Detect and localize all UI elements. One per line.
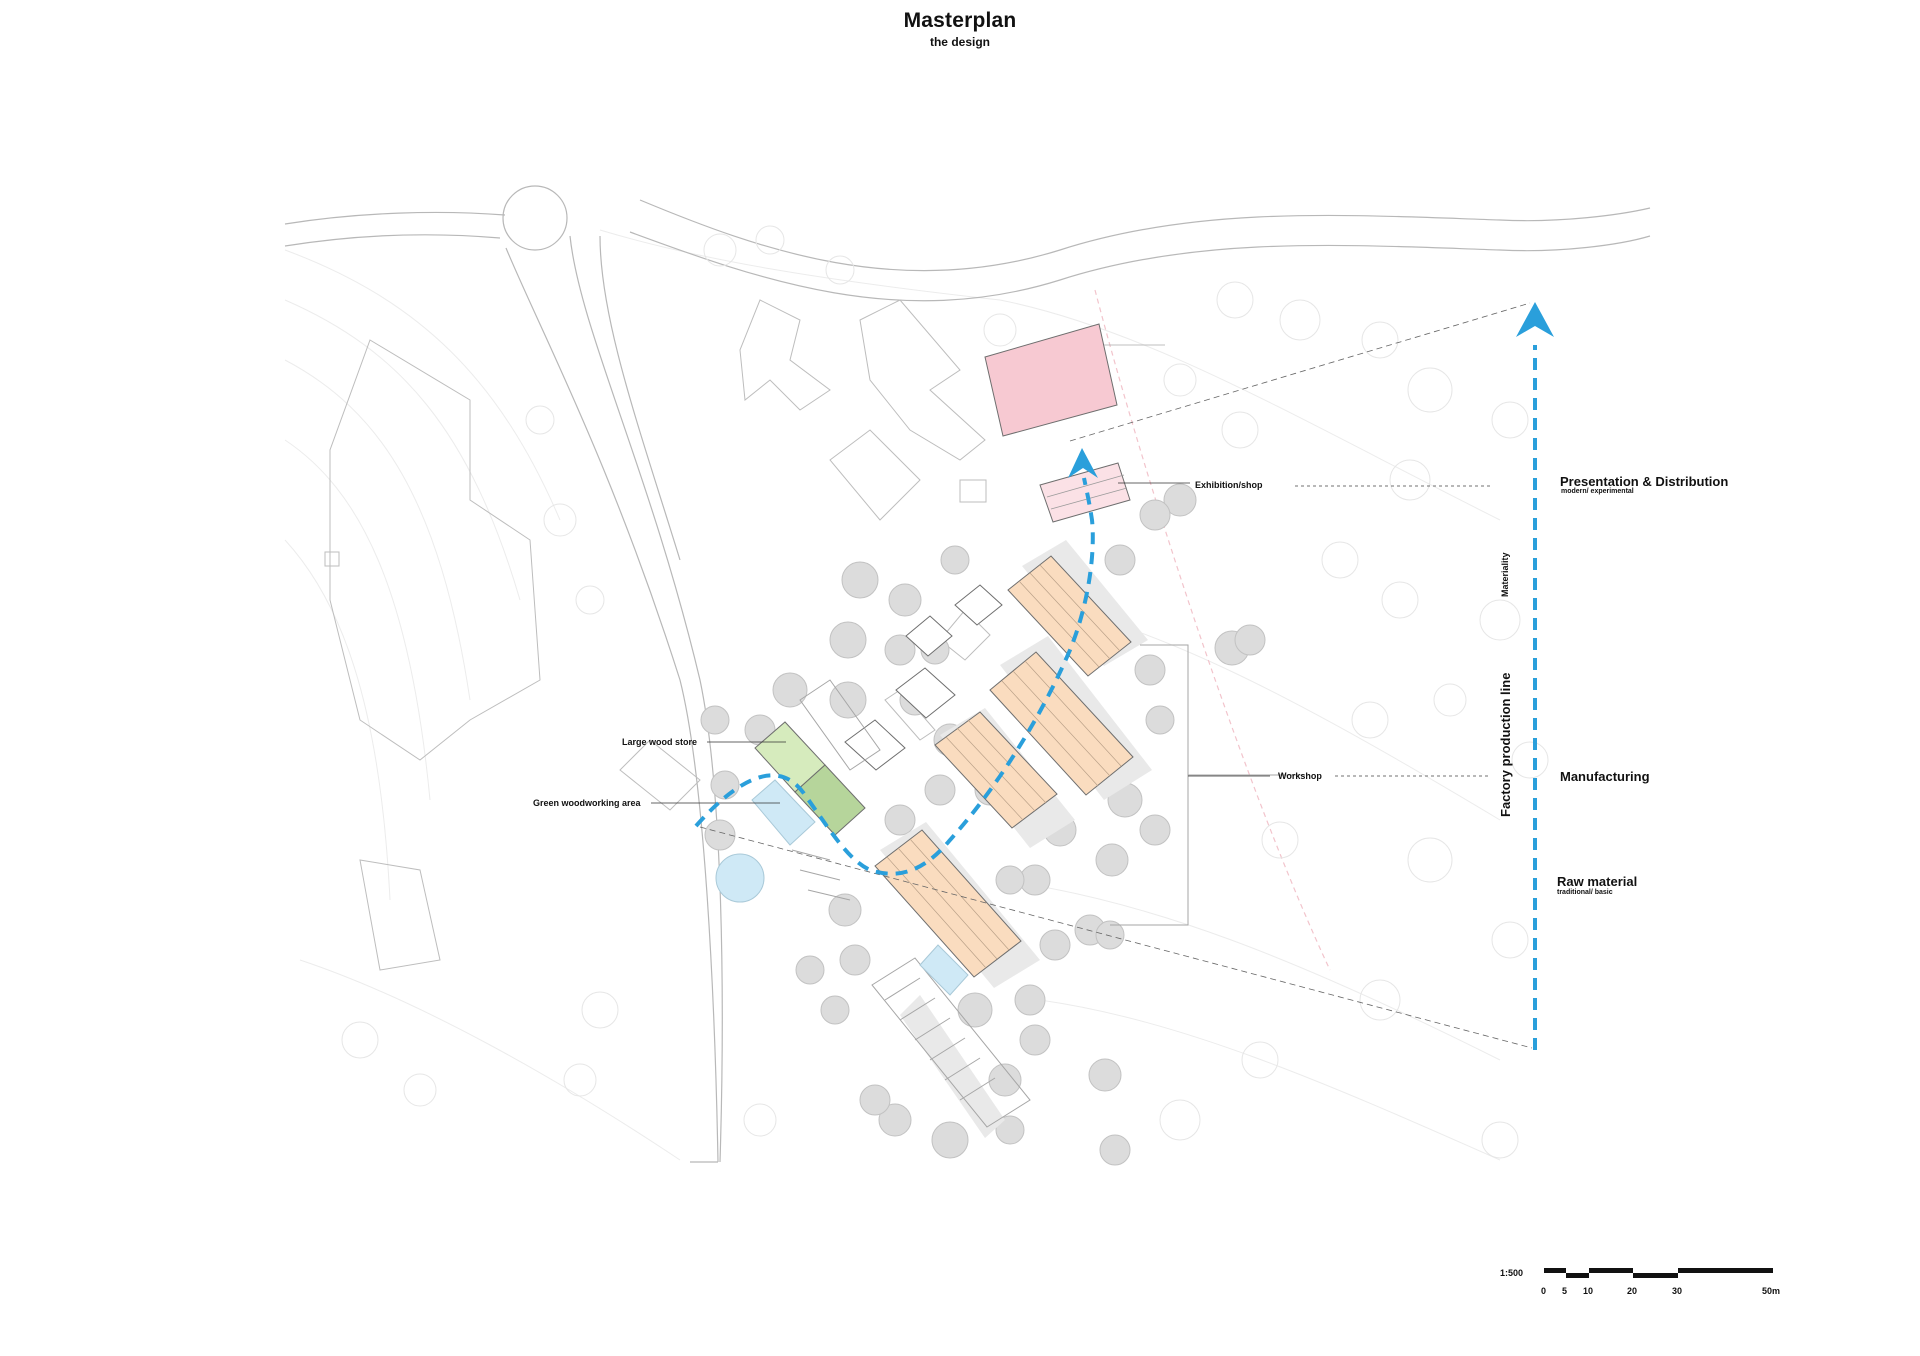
leader-lines: [651, 344, 1270, 804]
exhibition-hall-large: [984, 323, 1118, 437]
label-factory-production-line: Factory production line: [1498, 672, 1513, 817]
workshop-buildings: [874, 555, 1134, 978]
scale-tick-20: 20: [1627, 1286, 1638, 1296]
phase-raw-material-sub: traditional/ basic: [1557, 889, 1613, 896]
pond: [751, 779, 816, 846]
label-exhibition-shop: Exhibition/shop: [1195, 480, 1263, 490]
scale-tick-50m: 50m: [1762, 1286, 1781, 1296]
scale-tick-10: 10: [1583, 1286, 1594, 1296]
label-workshop: Workshop: [1278, 771, 1322, 781]
dashed-connectors: [699, 302, 1533, 1049]
phase-presentation: Presentation & Distribution: [1560, 474, 1729, 489]
scale-ratio: 1:500: [1500, 1268, 1524, 1278]
landscape-trees: [341, 225, 1549, 1159]
scale-tick-30: 30: [1672, 1286, 1683, 1296]
scale-tick-5: 5: [1562, 1286, 1568, 1296]
courtyard-lines: [791, 644, 1305, 1128]
label-green-woodworking-area: Green woodworking area: [533, 798, 641, 808]
water-tank: [715, 853, 765, 903]
label-large-wood-store: Large wood store: [622, 737, 698, 747]
phase-presentation-sub: modern/ experimental: [1561, 488, 1634, 495]
production-flow-line: [694, 477, 1095, 876]
water-basin: [919, 944, 969, 996]
scale-tick-0: 0: [1541, 1286, 1547, 1296]
page-subtitle: the design: [929, 35, 990, 49]
context-buildings: [324, 299, 991, 971]
workshop-roof-lines: [886, 564, 1122, 969]
contour-lines: [284, 229, 1501, 1161]
page-title: Masterplan: [903, 9, 1017, 32]
phase-manufacturing: Manufacturing: [1560, 769, 1650, 784]
site-boundary: [1094, 289, 1331, 971]
production-flow-arrowhead: [1068, 448, 1098, 478]
roads: [284, 185, 1651, 1163]
label-materiality: Materiality: [1500, 552, 1510, 597]
exhibition-shop-building: [1039, 462, 1131, 523]
factory-line-arrowhead: [1516, 302, 1554, 337]
scale-bar: [1544, 1268, 1773, 1278]
phase-raw-material: Raw material: [1557, 874, 1638, 889]
ancillary-structures: [844, 584, 1003, 771]
